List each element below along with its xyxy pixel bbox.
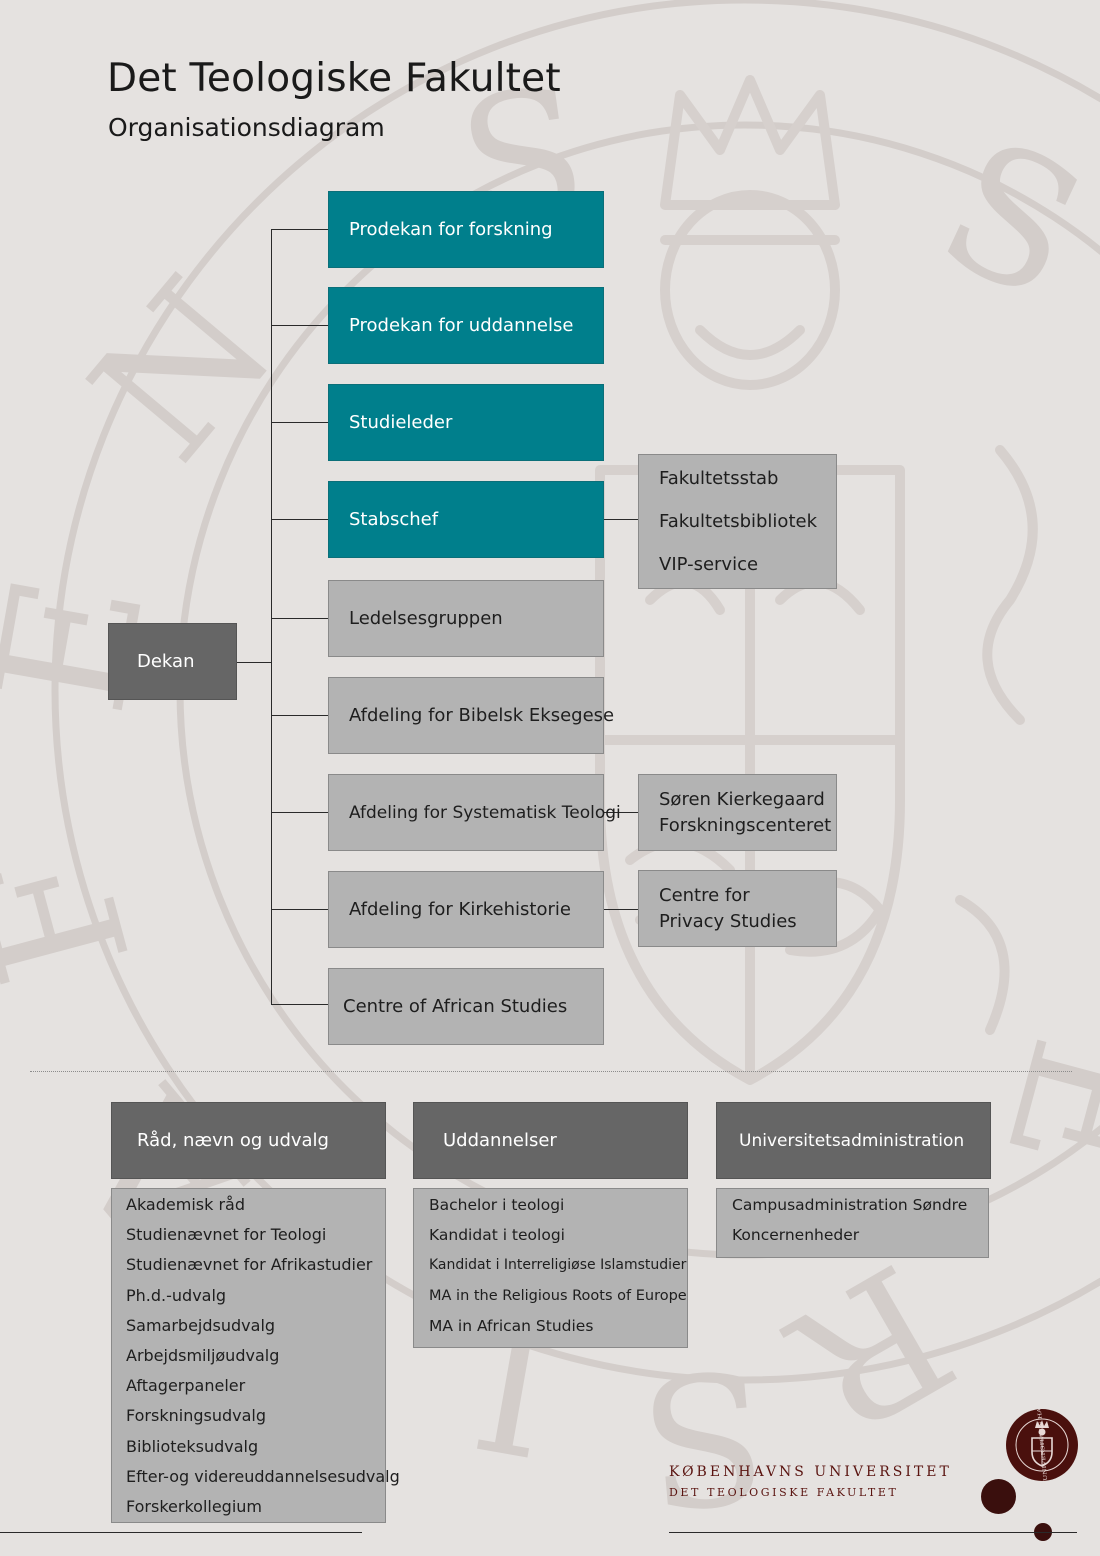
category-list-universitetsadministration: Campusadministration Søndre Koncernenhed… [716,1188,989,1258]
list-item: Campusadministration Søndre [732,1196,968,1214]
org-box-african-studies: Centre of African Studies [328,968,604,1045]
list-item: Studienævnet for Teologi [126,1225,327,1245]
footer-rule [669,1532,1077,1533]
connector-branch [271,229,328,230]
list-item: MA in African Studies [429,1316,594,1335]
category-title: Uddannelser [443,1130,557,1151]
list-item: Ph.d.-udvalg [126,1285,227,1305]
connector-branch [271,618,328,619]
footer-rule [0,1532,362,1533]
page-title: Det Teologiske Fakultet [107,56,561,101]
org-box-stab-units: Fakultetsstab Fakultetsbibliotek VIP-ser… [638,454,837,589]
org-box-label: Stabschef [349,509,439,530]
connector-branch [271,325,328,326]
university-name: KØBENHAVNS UNIVERSITET [669,1464,952,1480]
category-title: Universitetsadministration [739,1130,965,1151]
connector-branch [271,715,328,716]
category-list-raad: Akademisk råd Studienævnet for Teologi S… [111,1188,400,1523]
list-item: Studienævnet for Afrikastudier [126,1255,373,1275]
org-box-label: Dekan [137,651,195,672]
connector-kirkehistorie-sub [603,909,638,910]
org-box-label: Centre of African Studies [343,996,568,1017]
org-sub-label: Fakultetsstab [659,468,779,489]
svg-text:S: S [912,100,1100,342]
svg-text:S: S [633,1327,774,1546]
connector-branch [271,422,328,423]
connector-trunk [271,229,272,1004]
connector-branch [271,909,328,910]
org-box-label: Afdeling for Bibelsk Eksegese [349,705,615,726]
section-divider [30,1071,1072,1072]
org-box-label: Ledelsesgruppen [349,608,503,629]
org-sub-label: VIP-service [659,554,759,575]
org-box-ledelsesgruppen: Ledelsesgruppen [328,580,604,657]
list-item: Kandidat i teologi [429,1226,565,1245]
category-header-universitetsadministration: Universitetsadministration [716,1102,991,1179]
list-item: Koncernenheder [732,1226,860,1245]
svg-text:R: R [757,1223,983,1474]
org-sub-label: Forskningscenteret [659,814,832,836]
list-item: Akademisk råd [126,1195,245,1214]
connector-branch [271,519,328,520]
category-header-raad: Råd, nævn og udvalg [111,1102,386,1179]
connector-dekan [237,662,272,663]
list-item: Arbejdsmiljøudvalg [126,1345,280,1365]
category-header-uddannelser: Uddannelser [413,1102,688,1179]
list-item: Bachelor i teologi [429,1196,565,1214]
list-item: Aftagerpaneler [126,1376,246,1396]
connector-branch [271,1004,328,1005]
org-box-systematisk-teologi: Afdeling for Systematisk Teologi [328,774,621,851]
org-box-label: Prodekan for forskning [349,219,553,240]
org-box-label: Afdeling for Kirkehistorie [349,899,571,920]
org-box-label: Afdeling for Systematisk Teologi [349,802,621,823]
list-item: Efter-og videreuddannelsesudvalg [126,1466,400,1486]
connector-systematisk-sub [603,812,638,813]
org-box-privacy-studies: Centre for Privacy Studies [638,870,837,947]
org-box-prodekan-uddannelse: Prodekan for uddannelse [328,287,604,364]
org-box-dekan: Dekan [108,623,237,700]
org-box-label: Prodekan for uddannelse [349,315,574,336]
page-subtitle: Organisationsdiagram [108,113,385,142]
org-sub-label: Fakultetsbibliotek [659,511,818,532]
list-item: MA in the Religious Roots of Europe [429,1287,687,1304]
connector-branch [271,812,328,813]
org-box-kierkegaard-center: Søren Kierkegaard Forskningscenteret [638,774,837,851]
org-box-label: Studieleder [349,412,453,433]
org-box-kirkehistorie: Afdeling for Kirkehistorie [328,871,604,948]
university-seal-logo-icon: SIGILLVM UNIVERSITATIS HAFNIENSIS [1006,1408,1078,1482]
list-item: Forskningsudvalg [126,1406,266,1426]
org-box-prodekan-forskning: Prodekan for forskning [328,191,604,268]
org-box-studieleder: Studieleder [328,384,604,461]
faculty-name: DET TEOLOGISKE FAKULTET [669,1486,899,1499]
decorative-dot [981,1479,1016,1514]
category-list-uddannelser: Bachelor i teologi Kandidat i teologi Ka… [413,1188,688,1348]
org-sub-label: Søren Kierkegaard [659,788,825,810]
list-item: Forskerkollegium [126,1496,262,1516]
svg-text:F: F [0,828,172,1003]
org-box-bibelsk-eksegese: Afdeling for Bibelsk Eksegese [328,677,614,754]
list-item: Kandidat i Interreligiøse Islamstudier [429,1257,687,1274]
list-item: Biblioteksudvalg [126,1436,259,1456]
category-title: Råd, nævn og udvalg [137,1130,329,1151]
org-box-stabschef: Stabschef [328,481,604,558]
org-sub-label: Centre for [659,884,750,906]
org-sub-label: Privacy Studies [659,910,797,932]
connector-stab-sub [603,519,638,520]
list-item: Samarbejdsudvalg [126,1315,276,1335]
